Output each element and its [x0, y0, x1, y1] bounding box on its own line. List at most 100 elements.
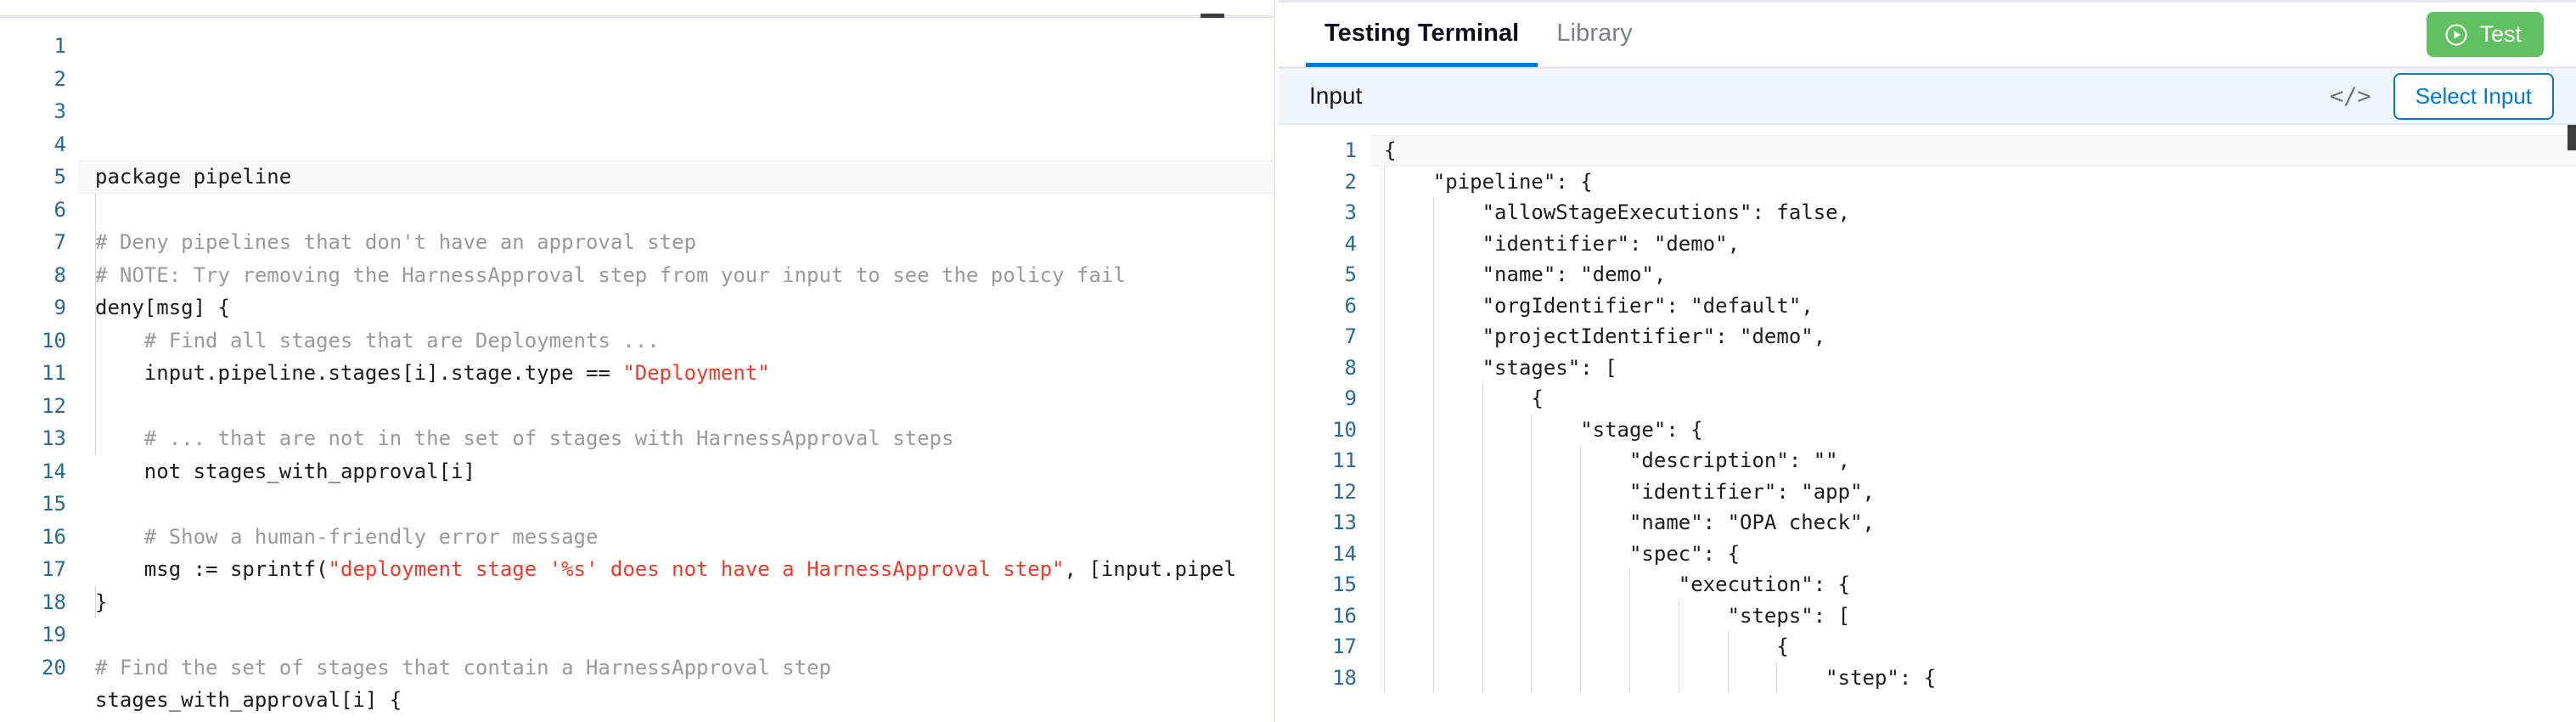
- json-code-line[interactable]: {: [1370, 135, 2576, 166]
- json-code-line[interactable]: "execution": {: [1384, 573, 1851, 596]
- input-toolbar: Input </> Select Input: [1279, 69, 2576, 125]
- token-plain: not stages_with_approval[i]: [95, 459, 475, 483]
- rego-line-number: 3: [53, 99, 66, 123]
- rego-code-line[interactable]: [78, 390, 1274, 423]
- terminal-tab-bar: Testing Terminal Library Test: [1279, 3, 2576, 69]
- json-code-area[interactable]: { "pipeline": { "allowStageExecutions": …: [1370, 125, 2576, 722]
- json-code-line[interactable]: {: [1384, 635, 1789, 658]
- rego-line-number: 15: [42, 492, 66, 516]
- json-code-line[interactable]: "spec": {: [1384, 541, 1741, 566]
- rego-code-line[interactable]: package pipeline: [78, 161, 1274, 194]
- json-code-line[interactable]: "pipeline": {: [1384, 169, 1593, 194]
- json-indent-guide: [1776, 662, 1778, 693]
- rego-code-line[interactable]: not stages_with_approval[i]: [78, 455, 1274, 488]
- vertical-scrollbar-thumb[interactable]: [2568, 125, 2576, 150]
- token-comment: # Deny pipelines that don't have an appr…: [95, 230, 697, 254]
- token-plain: package pipeline: [95, 165, 292, 189]
- json-code-line[interactable]: "projectIdentifier": "demo",: [1384, 324, 1826, 348]
- json-line-number: 3: [1344, 200, 1357, 224]
- json-indent-guide: [1432, 197, 1434, 693]
- json-line-number: 14: [1332, 541, 1357, 566]
- rego-code-line[interactable]: }: [78, 586, 1274, 619]
- rego-line-number: 13: [42, 426, 66, 450]
- json-code-line[interactable]: "stages": [: [1384, 355, 1617, 380]
- json-line-number: 13: [1332, 510, 1357, 534]
- rego-line-number: 8: [53, 262, 66, 287]
- token-comment: # NOTE: Try removing the HarnessApproval…: [95, 262, 1126, 287]
- rego-line-number: 9: [53, 296, 66, 319]
- token-string: "deployment stage '%s' does not have a H…: [328, 557, 1065, 581]
- json-line-number: 2: [1344, 169, 1357, 194]
- rego-line-number: 4: [53, 132, 66, 156]
- token-plain: , [input.pipel: [1064, 557, 1236, 581]
- json-code-line[interactable]: "identifier": "app",: [1384, 479, 1875, 504]
- rego-code-line[interactable]: msg := sprintf("deployment stage '%s' do…: [78, 553, 1274, 586]
- indent-guide: [95, 193, 96, 455]
- rego-line-number: 2: [53, 66, 66, 91]
- rego-code-line[interactable]: input.pipeline.stages[i].stage.spec.exec…: [78, 717, 1274, 722]
- rego-code-line[interactable]: stages_with_approval[i] {: [78, 684, 1274, 717]
- json-indent-guide: [1531, 414, 1533, 693]
- editor-top-divider: [0, 14, 1274, 18]
- editor-top-strip: [0, 0, 1274, 15]
- json-line-number: 4: [1344, 231, 1357, 256]
- rego-code-line[interactable]: # Find the set of stages that contain a …: [78, 651, 1274, 685]
- rego-line-number: 20: [42, 655, 66, 680]
- rego-line-number: 6: [53, 197, 66, 222]
- json-code-line[interactable]: "name": "OPA check",: [1384, 510, 1875, 534]
- rego-line-number: 7: [53, 230, 66, 254]
- rego-code-line[interactable]: deny[msg] {: [78, 291, 1274, 324]
- select-input-button[interactable]: Select Input: [2393, 72, 2554, 120]
- json-code-line[interactable]: "orgIdentifier": "default",: [1384, 293, 1814, 318]
- rego-code-area[interactable]: package pipeline # Deny pipelines that d…: [78, 18, 1274, 722]
- json-indent-guide: [1727, 631, 1729, 693]
- rego-code-line[interactable]: [78, 618, 1274, 651]
- json-line-number: 17: [1332, 635, 1357, 658]
- json-code-line[interactable]: "name": "demo",: [1384, 262, 1667, 286]
- rego-code-line[interactable]: # Show a human-friendly error message: [78, 521, 1274, 554]
- json-code-line[interactable]: "steps": [: [1384, 603, 1851, 628]
- minimize-icon[interactable]: [1201, 14, 1224, 18]
- token-plain: input.pipeline.stages[i].stage.spec.exec…: [95, 721, 978, 722]
- json-line-number: 7: [1344, 324, 1357, 348]
- json-code-line[interactable]: "identifier": "demo",: [1384, 231, 1741, 256]
- rego-code-line[interactable]: # NOTE: Try removing the HarnessApproval…: [78, 259, 1274, 292]
- json-indent-guide: [1482, 383, 1483, 693]
- token-plain: stages_with_approval[i] {: [95, 688, 402, 712]
- json-code-line[interactable]: "description": "",: [1384, 448, 1851, 472]
- tab-testing-terminal[interactable]: Testing Terminal: [1306, 4, 1538, 67]
- json-line-number: 11: [1332, 448, 1357, 472]
- json-line-number: 5: [1344, 262, 1357, 286]
- rego-code-line[interactable]: # Deny pipelines that don't have an appr…: [78, 226, 1274, 259]
- rego-line-number: 17: [42, 557, 66, 581]
- pane-splitter[interactable]: [1274, 0, 1279, 722]
- test-button[interactable]: Test: [2427, 12, 2544, 57]
- json-code-line[interactable]: "allowStageExecutions": false,: [1384, 200, 1851, 224]
- test-button-label: Test: [2479, 21, 2522, 47]
- rego-code-line[interactable]: # ... that are not in the set of stages …: [78, 422, 1274, 455]
- token-plain: }: [95, 589, 108, 614]
- code-brackets-icon[interactable]: </>: [2329, 82, 2371, 110]
- rego-code-line[interactable]: [78, 488, 1274, 521]
- token-string: "Deployment": [622, 361, 770, 385]
- rego-line-number: 18: [42, 589, 66, 614]
- rego-line-number: 14: [42, 459, 66, 483]
- json-line-number: 8: [1344, 355, 1357, 380]
- json-code-line[interactable]: "step": {: [1384, 665, 1937, 690]
- rego-code-line[interactable]: [78, 194, 1274, 227]
- json-code-line[interactable]: {: [1384, 386, 1544, 410]
- rego-line-number: 5: [53, 165, 66, 189]
- rego-code-line[interactable]: # Find all stages that are Deployments .…: [78, 324, 1274, 358]
- token-plain: msg := sprintf(: [95, 557, 329, 581]
- json-line-number: 1: [1344, 138, 1357, 162]
- json-line-number: 15: [1332, 573, 1357, 596]
- tab-library[interactable]: Library: [1556, 20, 1633, 47]
- play-circle-icon: [2444, 22, 2469, 48]
- json-code-line[interactable]: "stage": {: [1384, 417, 1703, 442]
- rego-code-line[interactable]: input.pipeline.stages[i].stage.type == "…: [78, 357, 1274, 390]
